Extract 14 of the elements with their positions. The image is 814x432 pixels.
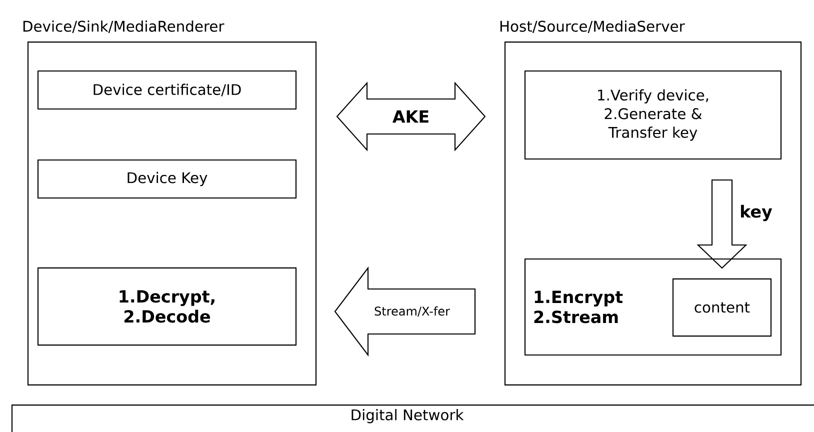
text-box: Device Key bbox=[37, 159, 297, 199]
network-band: Digital Network bbox=[11, 404, 814, 432]
edge-label: AKE bbox=[392, 110, 428, 123]
process-box: 1.Decrypt, 2.Decode bbox=[37, 267, 297, 346]
block-arrow bbox=[336, 82, 486, 152]
text-box: Device certificate/ID bbox=[37, 70, 297, 110]
edge-label: Stream/X-fer bbox=[374, 306, 450, 317]
block-arrow bbox=[334, 266, 476, 357]
block-arrow bbox=[696, 179, 748, 269]
text-box: content bbox=[672, 278, 772, 337]
node-label: Host/Source/MediaServer bbox=[500, 20, 685, 33]
node-label: Device/Sink/MediaRenderer bbox=[23, 20, 224, 33]
edge-label: key bbox=[741, 204, 772, 222]
process-box: 1.Verify device, 2.Generate & Transfer key bbox=[524, 70, 782, 160]
